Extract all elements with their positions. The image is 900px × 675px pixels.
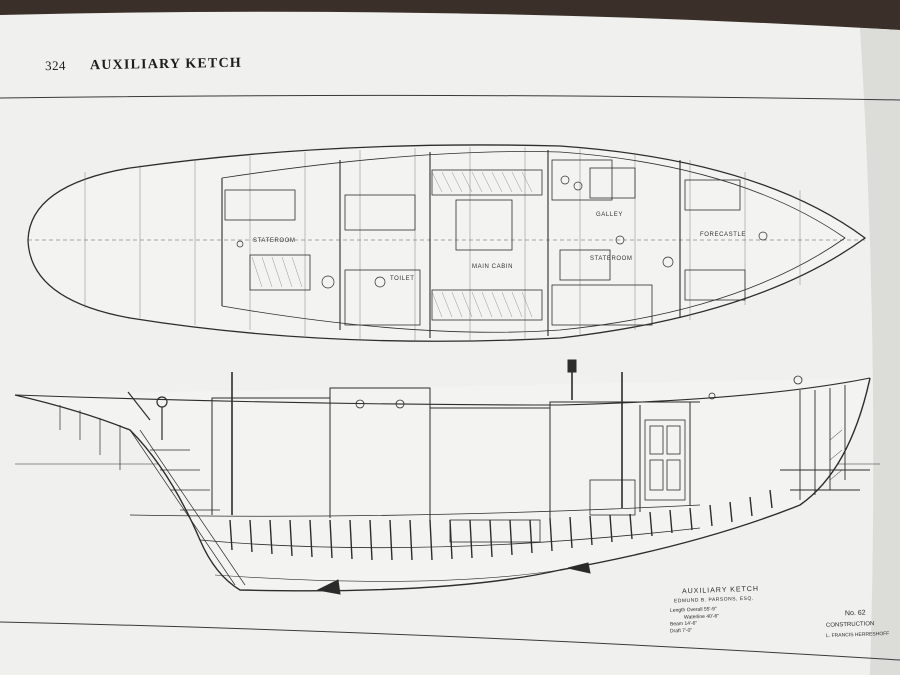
- label-forecastle: FORECASTLE: [700, 232, 747, 238]
- page-number: 324: [44, 57, 67, 74]
- page-title: AUXILIARY KETCH: [89, 55, 243, 74]
- label-toilet: TOILET: [390, 276, 415, 282]
- label-main-cabin: MAIN CABIN: [472, 264, 514, 270]
- label-stateroom-aft: STATEROOM: [253, 238, 296, 244]
- caption-dimension-row: Draft 7'-0": [669, 627, 693, 635]
- caption-plate-number: No. 62: [844, 609, 866, 618]
- label-stateroom-fwd: STATEROOM: [590, 256, 633, 262]
- profile-section: [14, 359, 880, 595]
- label-galley: GALLEY: [596, 212, 623, 218]
- caption-dimension-row: Waterline 40'-6": [683, 613, 720, 621]
- deck-plan: [27, 144, 867, 342]
- caption-dimension-row: Beam 14'-6": [669, 620, 698, 628]
